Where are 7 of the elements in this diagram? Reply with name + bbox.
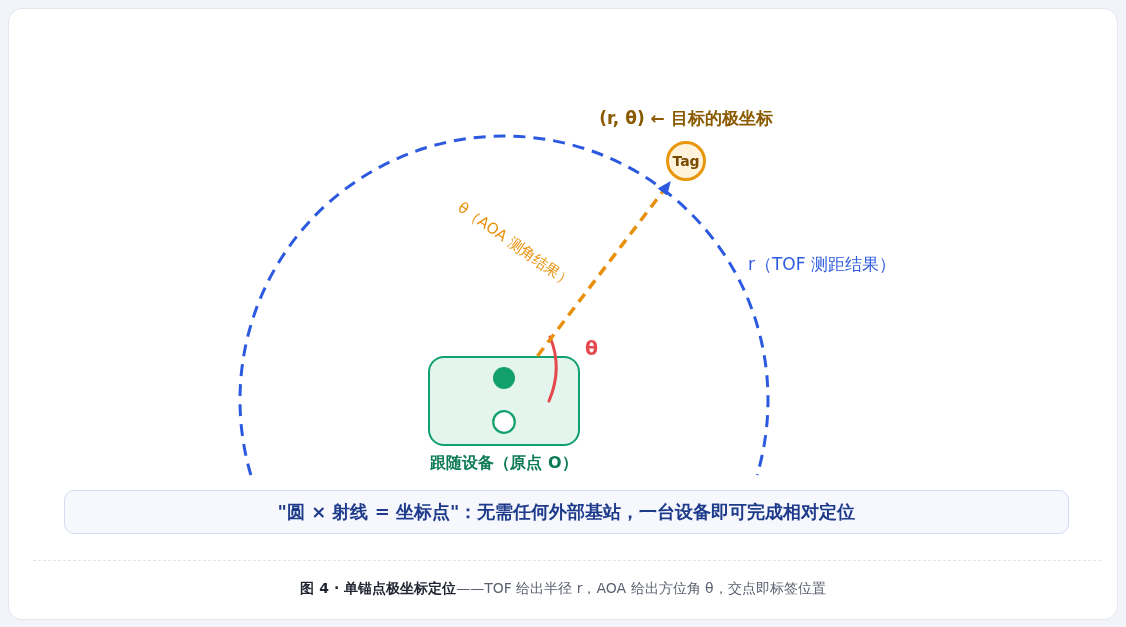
ray-arrow bbox=[536, 179, 673, 358]
figure-caption: 图 4 · 单锚点极坐标定位——TOF 给出半径 r，AOA 给出方位角 θ，交点即标签位置 bbox=[300, 580, 826, 598]
coordinate-label: (r, θ) ← 目标的极坐标 bbox=[598, 107, 774, 130]
device-label: 跟随设备（原点 O） bbox=[429, 452, 579, 474]
range-label: r（TOF 测距结果） bbox=[748, 253, 896, 276]
summary-banner: "圆 × 射线 = 坐标点"：无需任何外部基站，一台设备即可完成相对定位 bbox=[64, 490, 1069, 534]
angle-label: θ bbox=[585, 337, 599, 359]
